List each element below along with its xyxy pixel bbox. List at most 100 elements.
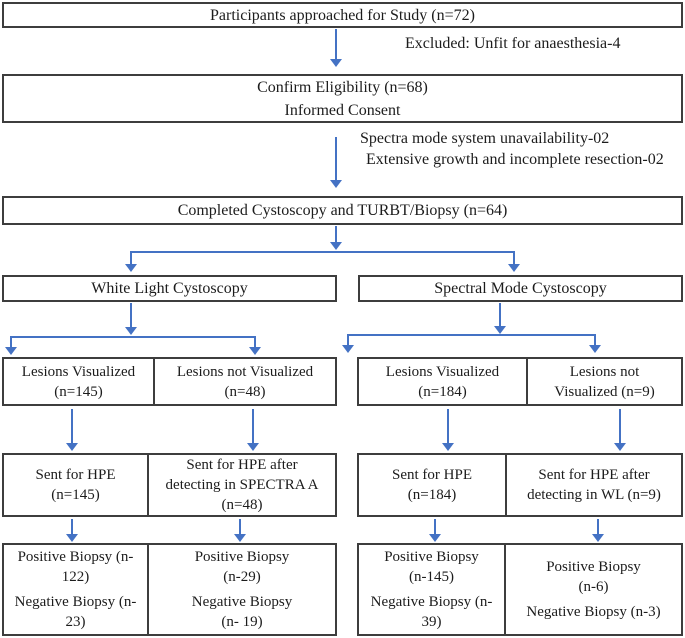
box-text: Confirm Eligibility (n=68): [257, 78, 428, 96]
arrow-head-icon: [125, 327, 137, 335]
box-text: Informed Consent: [284, 101, 401, 119]
box-text: (n-6): [578, 579, 609, 595]
box-hpe-white-light: Sent for HPE (n=145) Sent for HPE after …: [2, 453, 337, 517]
arrow-down-white-light-stem: [125, 303, 137, 335]
negative-biopsy-result: Negative Biopsy (n- 19): [192, 592, 292, 632]
box-completed-cystoscopy: Completed Cystoscopy and TURBT/Biopsy (n…: [2, 196, 683, 225]
arrow-head-icon: [589, 345, 601, 353]
cell-hpe-wl-direct: Sent for HPE (n=145): [4, 455, 149, 515]
arrow-head-icon: [66, 534, 78, 542]
arrow-down-hpe-sm-direct-to-biopsy: [429, 519, 441, 542]
arrow-down-participants-to-eligibility: [330, 29, 342, 67]
arrow-shaft: [10, 337, 12, 348]
arrow-down-sm-visualized-to-hpe: [442, 409, 454, 451]
box-text: Positive Biopsy: [384, 549, 479, 565]
box-text: (n-29): [223, 569, 261, 585]
arrow-shaft: [347, 335, 349, 346]
arrow-head-icon: [125, 264, 137, 272]
box-text: Visualized (n=9): [554, 383, 655, 400]
negative-biopsy-result: Negative Biopsy (n- 23): [15, 592, 137, 632]
arrow-head-icon: [330, 242, 342, 250]
box-text: Negative Biopsy (n-: [370, 594, 493, 610]
arrow-down-to-wl-visualized: [5, 337, 17, 355]
excluded-note: Excluded: Unfit for anaesthesia-4: [405, 35, 621, 52]
arrow-head-icon: [429, 534, 441, 542]
box-text: Positive Biopsy: [194, 549, 290, 565]
arrow-head-icon: [494, 326, 506, 334]
arrow-shaft: [239, 519, 241, 535]
arrow-shaft: [130, 303, 132, 328]
cell-hpe-sm-direct: Sent for HPE (n=184): [359, 455, 507, 515]
box-text: (n=184): [418, 383, 467, 400]
arrow-shaft: [594, 335, 596, 346]
box-confirm-eligibility: Confirm Eligibility (n=68) Informed Cons…: [2, 74, 683, 123]
arrow-head-icon: [330, 59, 342, 67]
negative-biopsy-result: Negative Biopsy (n- 39): [371, 592, 493, 632]
arrow-down-to-sm-visualized: [342, 335, 354, 353]
arrow-down-spectral-stem: [494, 303, 506, 334]
box-text: Spectral Mode Cystoscopy: [434, 279, 607, 297]
positive-biopsy-result: Positive Biopsy (n-29): [195, 547, 290, 587]
cell-lesions-not-visualized-wl: Lesions not Visualized (n=48): [155, 359, 335, 404]
arrow-shaft: [335, 29, 337, 60]
arrow-head-icon: [5, 347, 17, 355]
arrow-head-icon: [249, 347, 261, 355]
negative-biopsy-result: Negative Biopsy (n-3): [526, 602, 660, 622]
box-biopsy-spectral: Positive Biopsy (n-145) Negative Biopsy …: [357, 543, 683, 636]
cell-biopsy-sm-direct: Positive Biopsy (n-145) Negative Biopsy …: [359, 545, 506, 634]
box-text: Lesions Visualized: [385, 363, 500, 380]
box-text: 39): [421, 614, 442, 630]
arrow-down-hpe-wl-direct-to-biopsy: [66, 519, 78, 542]
box-text: Negative Biopsy (n-: [14, 594, 137, 610]
box-text: (n=48): [224, 383, 266, 400]
box-text: Sent for HPE: [392, 467, 472, 483]
arrow-down-wl-visualized-to-hpe: [66, 409, 78, 451]
box-text: Completed Cystoscopy and TURBT/Biopsy (n…: [177, 202, 508, 219]
arrow-down-hpe-wl-after-spectra-to-biopsy: [234, 519, 246, 542]
cell-hpe-sm-after-wl: Sent for HPE after detecting in WL (n=9): [507, 455, 681, 515]
arrow-down-wl-not-visualized-to-hpe: [247, 409, 259, 451]
cell-biopsy-wl-direct: Positive Biopsy (n- 122) Negative Biopsy…: [4, 545, 149, 634]
arrow-shaft: [499, 303, 501, 327]
arrow-down-sm-not-visualized-to-hpe: [614, 409, 626, 451]
arrow-down-to-spectral: [508, 252, 520, 272]
box-white-light-cystoscopy: White Light Cystoscopy: [2, 275, 337, 302]
arrow-head-icon: [66, 443, 78, 451]
box-text: (n=145): [54, 383, 103, 400]
arrow-down-to-sm-not-visualized: [589, 335, 601, 353]
cell-lesions-visualized-wl: Lesions Visualized (n=145): [4, 359, 155, 404]
box-text: Sent for HPE after: [538, 467, 650, 483]
arrow-shaft: [71, 409, 73, 444]
box-spectral-mode-cystoscopy: Spectral Mode Cystoscopy: [358, 275, 683, 302]
box-lesions-spectral: Lesions Visualized (n=184) Lesions not V…: [357, 357, 683, 406]
arrow-head-icon: [508, 264, 520, 272]
box-text: (n=145): [51, 487, 100, 503]
arrow-shaft: [254, 337, 256, 348]
box-text: Positive Biopsy: [546, 559, 641, 575]
box-text: 122): [61, 569, 90, 585]
cell-lesions-visualized-sm: Lesions Visualized (n=184): [359, 359, 528, 404]
arrow-head-icon: [234, 534, 246, 542]
branch-connector-white-light: [10, 336, 256, 338]
positive-biopsy-result: Positive Biopsy (n- 122): [18, 547, 134, 587]
arrow-down-to-white-light: [125, 252, 137, 272]
arrow-shaft: [130, 252, 132, 265]
box-text: (n- 19): [221, 614, 263, 630]
box-lesions-white-light: Lesions Visualized (n=145) Lesions not V…: [2, 357, 337, 406]
arrow-shaft: [447, 409, 449, 444]
arrow-down-hpe-sm-after-wl-to-biopsy: [592, 519, 604, 542]
arrow-shaft: [335, 226, 337, 243]
arrow-shaft: [335, 137, 337, 181]
arrow-head-icon: [330, 180, 342, 188]
arrow-shaft: [252, 409, 254, 444]
arrow-head-icon: [247, 443, 259, 451]
dropout-note-extensive-growth: Extensive growth and incomplete resectio…: [366, 151, 664, 168]
box-text: detecting in SPECTRA A: [165, 477, 319, 493]
box-hpe-spectral: Sent for HPE (n=184) Sent for HPE after …: [357, 453, 683, 517]
dropout-note-spectra-unavailability: Spectra mode system unavailability-02: [360, 130, 610, 147]
arrow-shaft: [597, 519, 599, 535]
positive-biopsy-result: Positive Biopsy (n-145): [384, 547, 479, 587]
box-text: (n=184): [407, 487, 457, 503]
box-text: Participants approached for Study (n=72): [210, 6, 475, 24]
arrow-shaft: [71, 519, 73, 535]
